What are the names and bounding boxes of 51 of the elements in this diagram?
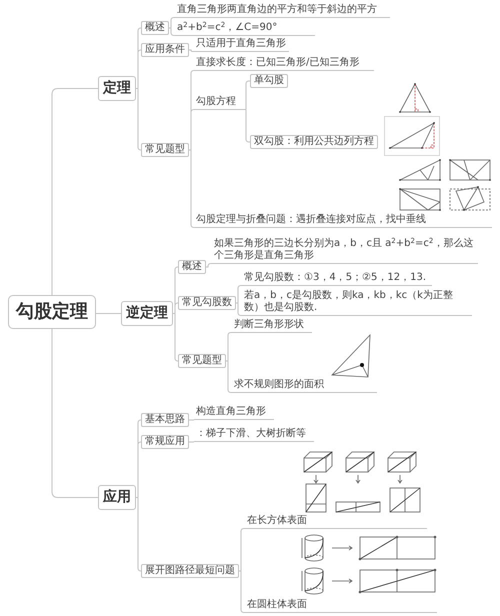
subtopic-box: 应用条件 [141, 43, 189, 57]
main-topic-box: 逆定理 [121, 301, 173, 326]
connector-line [172, 302, 178, 314]
connector-line [236, 302, 242, 316]
main-topic-box: 应用 [98, 485, 136, 510]
underlined-topic: 常见勾股数：①3，4，5；②5，12，13. [242, 272, 432, 286]
main-topic-box: 定理 [98, 76, 136, 101]
subtopic-box: 常见题型 [178, 354, 226, 368]
underlined-topic: 判断三角形形状 [232, 319, 312, 333]
connector-line [136, 50, 142, 89]
underlined-topic: 在长方体表面 [245, 515, 427, 529]
connector-line [206, 263, 212, 268]
underlined-topic: 构造直角三角形 [194, 406, 274, 420]
connector-line [52, 88, 98, 296]
subtopic-box: 常规应用 [141, 435, 189, 449]
subtopic-box: 展开图路径最短问题 [141, 564, 239, 578]
connector-line [52, 328, 98, 498]
connector-line [136, 497, 142, 572]
underlined-topic: 在圆柱体表面 [245, 599, 437, 613]
connector-line [226, 332, 232, 362]
connector-line [238, 528, 246, 572]
underlined-topic: 勾股定理与折叠问题：遇折叠连接对应点，找中垂线 [194, 214, 492, 228]
underlined-topic: 勾股方程 [194, 96, 242, 110]
connector-line [226, 360, 232, 393]
connector-line [136, 442, 142, 498]
underlined-topic: 直接求长度：已知三角形/已知三角形 [194, 57, 374, 71]
subtopic-box: 单勾股 [250, 74, 288, 88]
subtopic-box: 双勾股：利用公共边列方程 [250, 135, 378, 149]
connector-line [172, 313, 178, 362]
connector-line [168, 17, 176, 28]
central-topic-box: 勾股定理 [8, 295, 96, 329]
subtopic-box: 基本思路 [141, 413, 189, 427]
connector-line [188, 109, 194, 150]
connector-line [136, 88, 142, 150]
connector-line [188, 50, 194, 52]
subtopic-box: 常见题型 [141, 143, 189, 157]
subtopic-box: 概述 [141, 21, 169, 35]
connector-line [238, 570, 246, 613]
underlined-topic: 如果三角形的三边长分别为a，b，c且 a$^{2}$+b$^{2}$=c$^{2}$，那么这个三角形是直角三角形 [212, 238, 478, 264]
underlined-topic: 求不规则图形的面积 [232, 379, 377, 393]
subtopic-box: 常见勾股数 [178, 296, 236, 310]
underlined-topic: a$^{2}$+b$^{2}$=c$^{2}$，∠C=90° [175, 22, 315, 36]
connector-line [96, 313, 122, 314]
underlined-topic: 若a，b，c是勾股数，则ka，kb，kc（k为正整数）也是勾股数. [242, 290, 472, 316]
underlined-topic: ：梯子下滑、大树折断等 [194, 428, 314, 442]
connector-line [236, 285, 242, 304]
underlined-topic: 只适用于直角三角形 [194, 38, 289, 52]
connector-line [188, 150, 194, 228]
underlined-topic: 直角三角形两直角边的平方和等于斜边的平方 [175, 4, 390, 18]
subtopic-box: 概述 [178, 260, 206, 274]
connector-line [168, 28, 176, 36]
